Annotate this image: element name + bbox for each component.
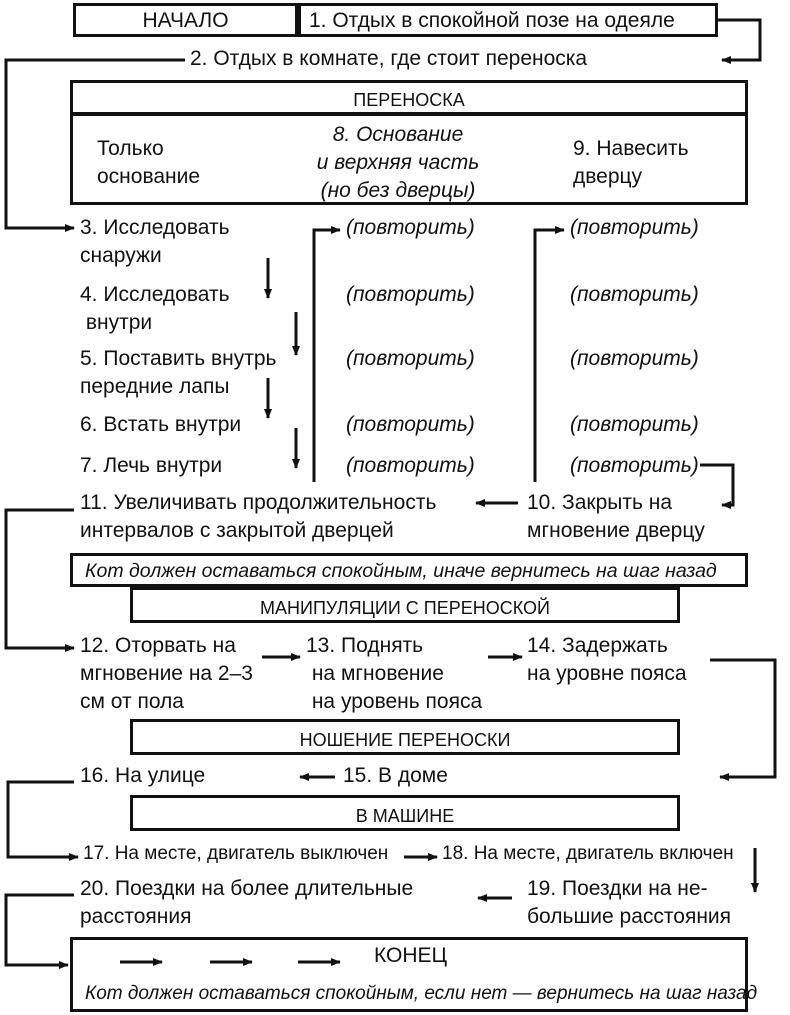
car-header-box: В МАШИНЕ <box>130 795 680 831</box>
start-label: НАЧАЛО <box>142 9 229 32</box>
step10-label: 10. Закрыть на мгновение дверцу <box>527 491 705 542</box>
step15-label: 15. В доме <box>343 764 448 787</box>
manipulation-header-box: МАНИПУЛЯЦИИ С ПЕРЕНОСКОЙ <box>130 587 680 623</box>
carrying-title: НОШЕНИЕ ПЕРЕНОСКИ <box>299 730 511 750</box>
step16-label: 16. На улице <box>80 764 206 787</box>
step7-label: 7. Лечь внутри <box>80 454 223 477</box>
arrow-20-to-end <box>4 893 74 969</box>
manipulation-title: МАНИПУЛЯЦИИ С ПЕРЕНОСКОЙ <box>260 598 550 618</box>
repeat-9-1: (повторить) <box>570 216 699 239</box>
end-box: КОНЕЦ Кот должен оставаться спокойным, е… <box>70 937 757 1012</box>
calm-note-text: Кот должен оставаться спокойным, иначе в… <box>85 560 717 582</box>
repeat-8-1: (повторить) <box>346 216 475 239</box>
repeat-8-5: (повторить) <box>346 454 475 477</box>
step18-label: 18. На месте, двигатель включен <box>442 843 734 864</box>
step14-label: 14. Задержать на уровне пояса <box>527 634 687 685</box>
arrow-9-to-10 <box>700 463 735 509</box>
arrow-14-to-15 <box>710 658 777 781</box>
step4-label: 4. Исследовать внутри <box>80 283 230 334</box>
arrow-16-to-17 <box>6 780 79 861</box>
repeat-9-3: (повторить) <box>570 347 699 370</box>
start-box: НАЧАЛО <box>73 3 298 37</box>
step9-label: 9. Навесить дверцу <box>573 137 689 188</box>
step17-label: 17. На месте, двигатель выключен <box>83 843 389 864</box>
arrow-1-to-2 <box>718 18 762 64</box>
step8-label: 8. Основание и верхняя часть (но без две… <box>316 123 480 202</box>
step19-label: 19. Поездки на не- большие расстояния <box>527 877 732 928</box>
step20-label: 20. Поездки на более длительные расстоян… <box>80 877 414 928</box>
repeat-9-4: (повторить) <box>570 413 699 436</box>
repeat-8-3: (повторить) <box>346 347 475 370</box>
step12-label: 12. Оторвать на мгновение на 2–3 см от п… <box>80 634 253 713</box>
end-note: Кот должен оставаться спокойным, если не… <box>85 983 758 1004</box>
arrow-11-to-12 <box>4 508 75 652</box>
carrier-title: ПЕРЕНОСКА <box>353 90 465 110</box>
repeat-8-4: (повторить) <box>346 413 475 436</box>
calm-note-box: Кот должен оставаться спокойным, иначе в… <box>70 553 748 587</box>
arrow-7-to-8 <box>312 226 341 482</box>
step1-label: 1. Отдых в спокойной позе на одеяле <box>309 9 675 32</box>
step6-label: 6. Встать внутри <box>80 413 242 436</box>
car-title: В МАШИНЕ <box>355 806 455 826</box>
step5-label: 5. Поставить внутрь передние лапы <box>80 347 277 398</box>
arrow-8-to-9 <box>533 226 565 482</box>
carrier-header-box: ПЕРЕНОСКА <box>70 80 748 115</box>
carrier-base-only: Только основание <box>97 137 201 188</box>
repeat-8-2: (повторить) <box>346 283 475 306</box>
step13-label: 13. Поднять на мгновение на уровень пояс… <box>306 634 483 713</box>
end-title: КОНЕЦ <box>374 944 448 967</box>
step11-label: 11. Увеличивать продолжительность интерв… <box>80 491 437 542</box>
step2-label: 2. Отдых в комнате, где стоит переноска <box>190 47 588 70</box>
step1-box: 1. Отдых в спокойной позе на одеяле <box>298 3 718 37</box>
carrier-options-box: Только основание 8. Основание и верхняя … <box>70 113 748 205</box>
repeat-9-2: (повторить) <box>570 283 699 306</box>
step3-label: 3. Исследовать снаружи <box>80 216 230 267</box>
carrying-header-box: НОШЕНИЕ ПЕРЕНОСКИ <box>130 719 680 755</box>
repeat-9-5: (повторить) <box>570 454 699 477</box>
